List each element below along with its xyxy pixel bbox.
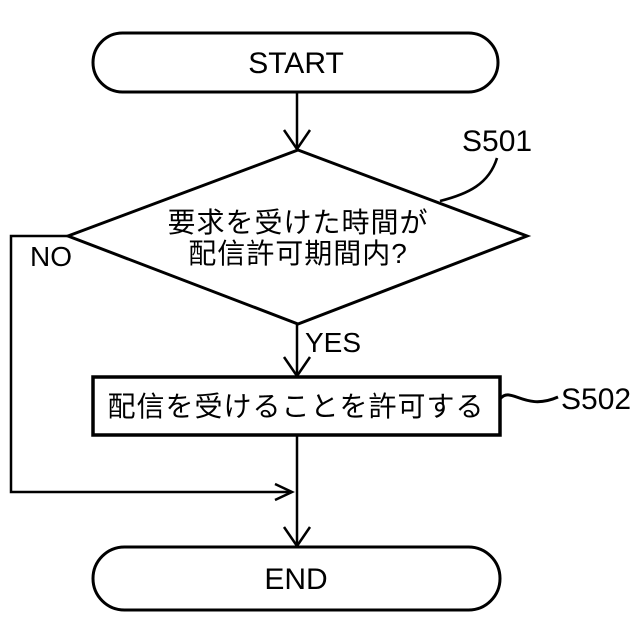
decision-node-text-line2: 配信許可期間内?: [188, 238, 408, 269]
start-node-shape: [91, 31, 500, 94]
step-ref-s501: S501: [439, 125, 532, 203]
end-node-label: END: [264, 563, 327, 596]
step-ref-s501-label: S501: [462, 125, 532, 158]
decision-node-text-line1: 要求を受けた時間が: [167, 207, 428, 238]
step-ref-s502-label: S502: [561, 383, 631, 416]
start-node-label: START: [248, 47, 344, 80]
start-node: START: [91, 31, 500, 94]
edge-no-branch-label: NO: [30, 241, 72, 272]
process-node: 配信を受けることを許可する: [91, 375, 502, 437]
process-node-shape: [91, 375, 502, 437]
end-node-shape: [91, 545, 502, 612]
decision-node: 要求を受けた時間が 配信許可期間内?: [63, 148, 532, 326]
step-ref-s502: S502: [498, 383, 631, 416]
arrowhead-right-icon: [274, 482, 295, 502]
step-ref-s502-leader-line: [498, 393, 559, 404]
edge-no-branch-line: [9, 234, 289, 494]
edge-yes-branch-label: YES: [305, 327, 361, 358]
edge-no-branch: NO: [9, 234, 295, 502]
process-node-label: 配信を受けることを許可する: [107, 391, 484, 422]
step-ref-s501-leader-line: [439, 157, 499, 203]
end-node: END: [91, 545, 502, 612]
